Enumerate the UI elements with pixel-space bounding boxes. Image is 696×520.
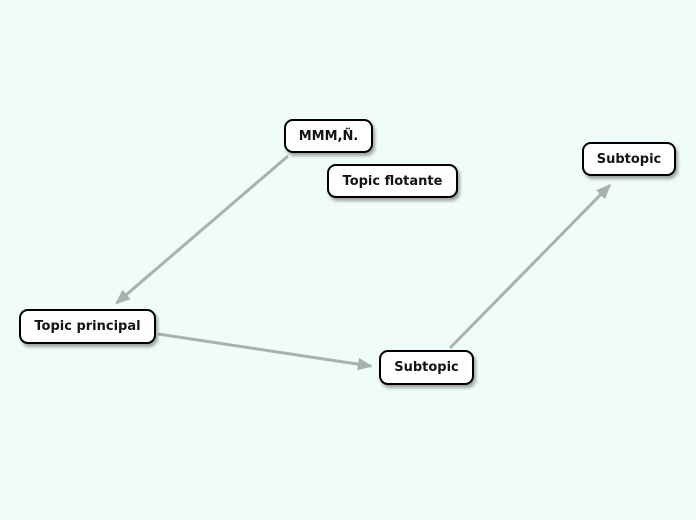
node-subtopic-bottom-label: Subtopic: [394, 360, 459, 375]
edge-mmm-to-topic-principal[interactable]: [115, 154, 289, 305]
node-topic-principal[interactable]: Topic principal: [19, 309, 156, 344]
node-topic-principal-label: Topic principal: [34, 319, 141, 334]
node-topic-flotante[interactable]: Topic flotante: [327, 164, 458, 198]
node-subtopic-right-label: Subtopic: [596, 151, 662, 167]
node-mmm-label: MMM,Ñ.: [298, 128, 359, 144]
node-mmm[interactable]: MMM,Ñ.: [284, 119, 373, 153]
edge-topic-principal-to-subtopic-bottom[interactable]: [157, 332, 373, 371]
node-topic-flotante-label: Topic flotante: [342, 173, 443, 189]
node-subtopic-right[interactable]: Subtopic: [582, 142, 676, 176]
edge-subtopic-bottom-to-subtopic-right[interactable]: [448, 183, 612, 350]
node-subtopic-bottom[interactable]: Subtopic: [379, 350, 474, 385]
